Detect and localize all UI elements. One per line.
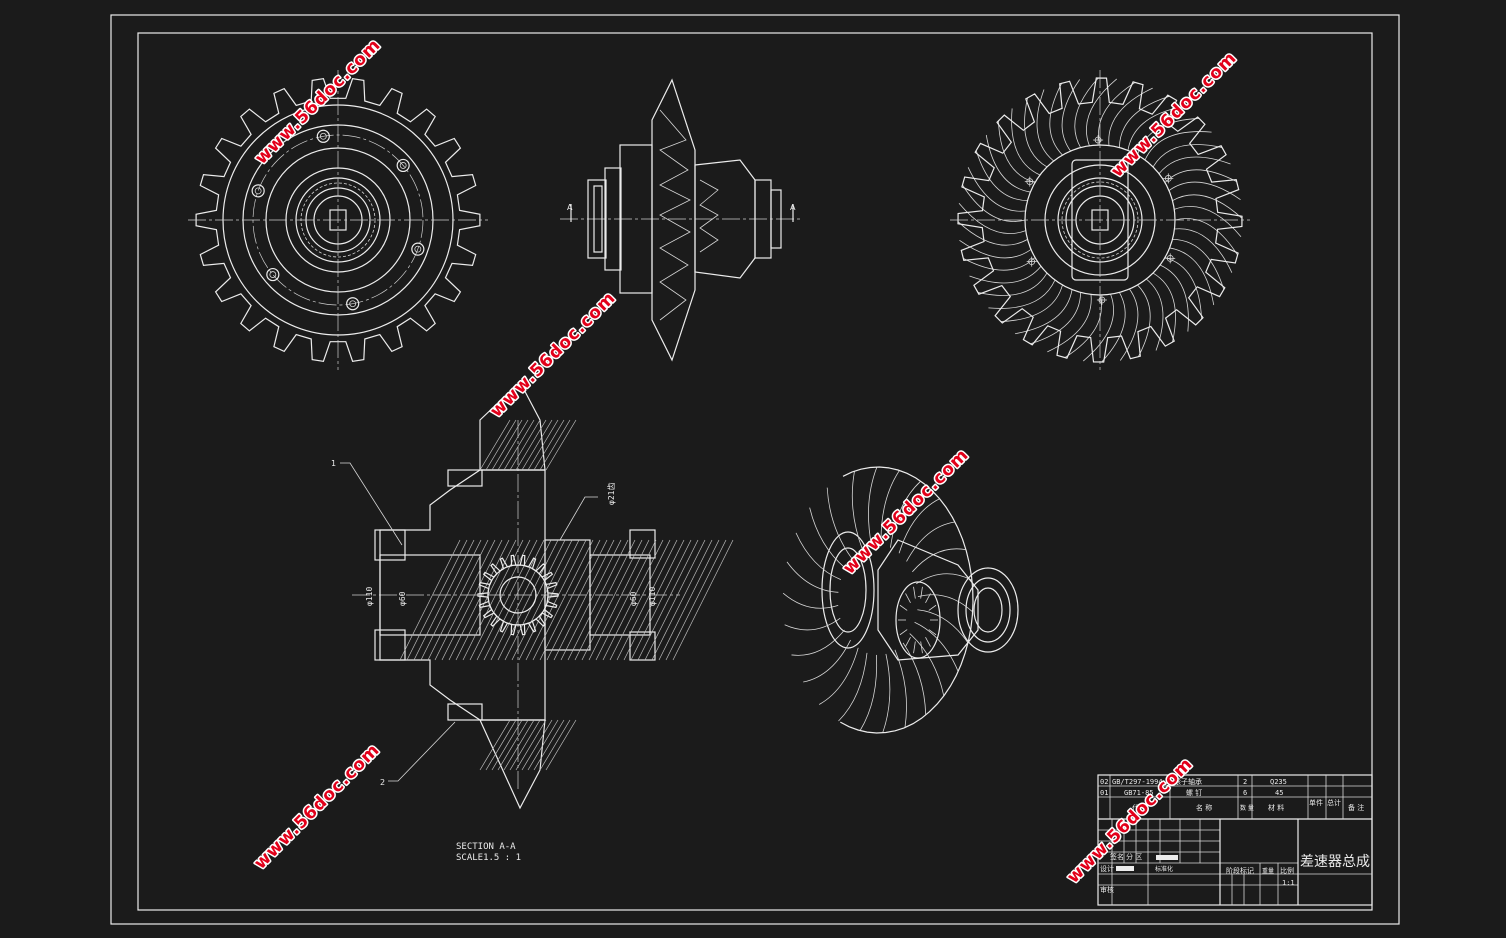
bom-header-total: 总计: [1327, 798, 1341, 807]
bom-header-note: 备 注: [1348, 803, 1364, 812]
bom-header-material: 材 料: [1268, 803, 1284, 812]
bom-header-qty: 数 量: [1240, 804, 1254, 812]
dim-gear: φ21齿: [607, 483, 616, 505]
sign-zone-label: 分 区: [1126, 852, 1142, 861]
title-block: 02 GB/T297-1994 滚子轴承 2 Q235 01 GB71-85 螺…: [1097, 774, 1373, 906]
bom-row-1-name: 滚子轴承: [1174, 777, 1202, 786]
bom-row-1-no: 02: [1100, 778, 1108, 786]
balloon-2: 2: [380, 778, 385, 787]
balloon-1: 1: [331, 459, 336, 468]
section-mark-right: A: [790, 203, 796, 212]
outer-frame: [110, 14, 1400, 925]
inner-frame: [137, 32, 1373, 911]
section-title: SECTION A-A: [456, 842, 516, 852]
bom-row-2-qty: 6: [1243, 789, 1247, 797]
stage-label: 阶段标记: [1226, 866, 1254, 875]
weight-label: 重量: [1262, 867, 1274, 875]
design-label: 设计: [1100, 864, 1114, 873]
dim-outer-left: φ110: [365, 587, 374, 606]
dim-inner-right: φ60: [629, 591, 638, 606]
ratio-label: 比例: [1280, 866, 1294, 875]
bom-header-unit: 单件: [1309, 798, 1323, 807]
watermark-3: www.56doc.com: [486, 288, 620, 422]
bom-header-name: 名 称: [1196, 803, 1212, 812]
dim-inner-left: φ60: [398, 591, 407, 606]
bom-row-1-mat: Q235: [1270, 778, 1287, 786]
gear-front-view: [188, 70, 488, 370]
drawing-name: 差速器总成: [1300, 854, 1370, 870]
watermark-5: www.56doc.com: [250, 740, 384, 874]
section-scale: SCALE1.5 : 1: [456, 853, 521, 863]
bom-row-1-qty: 2: [1243, 778, 1247, 786]
bom-row-2-mat: 45: [1275, 789, 1283, 797]
bom-row-1-code: GB/T297-1994: [1112, 778, 1163, 786]
gear-spiral-view: [950, 70, 1250, 370]
watermark-1: www.56doc.com: [251, 35, 385, 169]
watermark-4: www.56doc.com: [839, 445, 973, 579]
bom-row-2-name: 螺 钉: [1186, 788, 1202, 797]
bom-header-code: 代 号: [1132, 803, 1148, 812]
bom-row-2-no: 01: [1100, 789, 1108, 797]
dim-outer-right: φ110: [648, 587, 657, 606]
sign-name-label: 签名: [1110, 852, 1124, 861]
ratio-value: 1:1: [1282, 879, 1295, 887]
standard-label: 标准化: [1155, 865, 1173, 873]
review-label: 审核: [1100, 885, 1114, 894]
bom-row-2-code: GB71-85: [1124, 789, 1154, 797]
watermarks: www.56doc.com www.56doc.com www.56doc.com…: [249, 33, 1243, 889]
section-mark-left: A: [567, 203, 573, 212]
section-view: φ110 φ60 φ21齿 φ110 φ60 1 2 SECTION A-A S…: [331, 381, 734, 863]
gear-side-view: A A: [560, 78, 800, 362]
isometric-view: [782, 466, 1019, 734]
